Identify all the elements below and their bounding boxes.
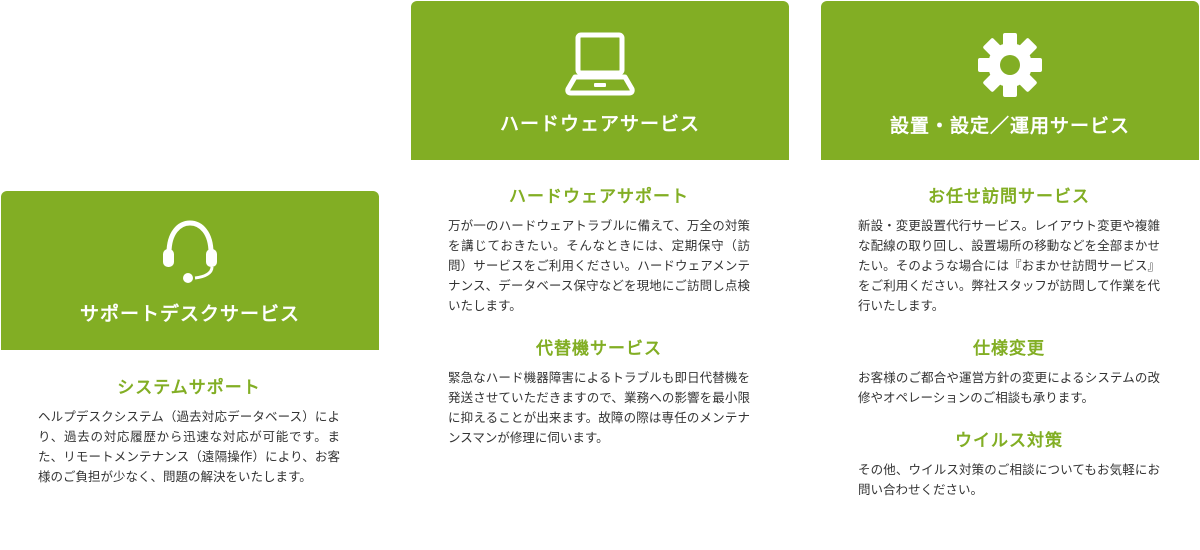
section-system-support: システムサポート ヘルプデスクシステム（過去対応データベース）により、過去の対応… (38, 377, 340, 487)
section-visit-service: お任せ訪問サービス 新設・変更設置代行サービス。レイアウト変更や複雑な配線の取り… (858, 186, 1160, 316)
card-title: 設置・設定／運用サービス (889, 115, 1130, 137)
setup-operation-details: お任せ訪問サービス 新設・変更設置代行サービス。レイアウト変更や複雑な配線の取り… (858, 186, 1160, 500)
section-body: その他、ウイルス対策のご相談についてもお気軽にお問い合わせください。 (858, 462, 1160, 497)
section-title: 代替機サービス (536, 339, 662, 359)
section-virus-protection: ウイルス対策 その他、ウイルス対策のご相談についてもお気軽にお問い合わせください… (858, 430, 1160, 500)
section-spec-change: 仕様変更 お客様のご都合や運営方針の変更によるシステムの改修やオペレーションのご… (858, 338, 1160, 408)
section-title: 仕様変更 (973, 339, 1045, 359)
support-desk-details: システムサポート ヘルプデスクシステム（過去対応データベース）により、過去の対応… (38, 377, 340, 487)
card-title: ハードウェアサービス (499, 113, 700, 135)
section-body: お客様のご都合や運営方針の変更によるシステムの改修やオペレーションのご相談も承り… (858, 370, 1160, 405)
laptop-icon (565, 32, 635, 96)
section-hardware-support: ハードウェアサポート 万が一のハードウェアトラブルに備えて、万全の対策を講じてお… (448, 186, 750, 316)
section-body: 新設・変更設置代行サービス。レイアウト変更や複雑な配線の取り回し、設置場所の移動… (858, 218, 1160, 313)
card-title: サポートデスクサービス (79, 303, 300, 325)
support-desk-card: サポートデスクサービス (1, 191, 379, 350)
setup-operation-card: 設置・設定／運用サービス (821, 1, 1199, 160)
section-title: ハードウェアサポート (509, 187, 689, 207)
section-title: システムサポート (117, 378, 261, 398)
section-replacement-service: 代替機サービス 緊急なハード機器障害によるトラブルも即日代替機を発送させていただ… (448, 338, 750, 448)
hardware-details: ハードウェアサポート 万が一のハードウェアトラブルに備えて、万全の対策を講じてお… (448, 186, 750, 448)
section-body: 緊急なハード機器障害によるトラブルも即日代替機を発送させていただきますので、業務… (448, 370, 750, 445)
section-body: ヘルプデスクシステム（過去対応データベース）により、過去の対応履歴から迅速な対応… (38, 409, 340, 484)
headset-icon (163, 220, 217, 283)
section-title: ウイルス対策 (955, 431, 1063, 451)
section-body: 万が一のハードウェアトラブルに備えて、万全の対策を講じておきたい。そんなときには… (448, 218, 750, 313)
gear-icon (978, 33, 1042, 97)
hardware-card: ハードウェアサービス (411, 1, 789, 160)
section-title: お任せ訪問サービス (928, 187, 1090, 207)
